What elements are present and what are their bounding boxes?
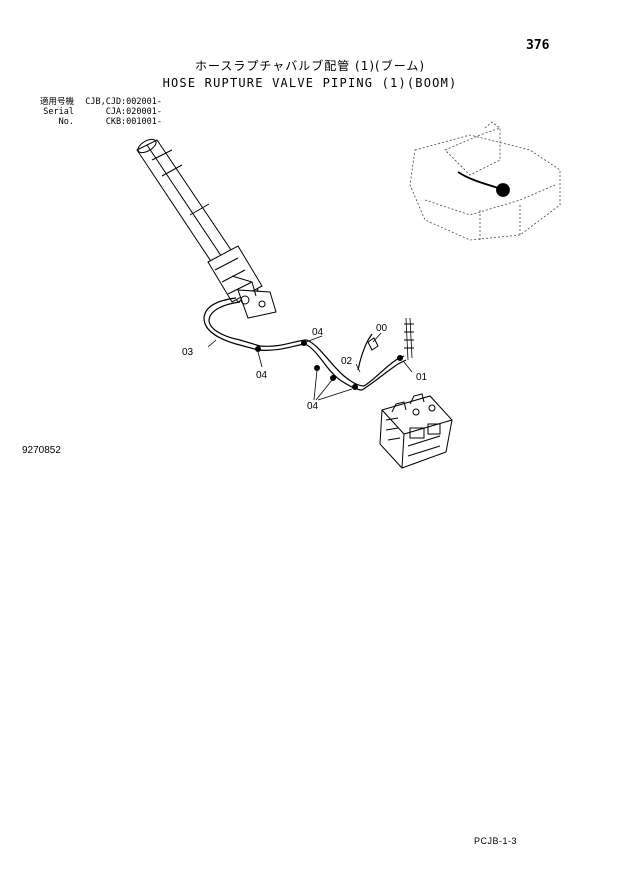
document-code: 9270852 (22, 445, 61, 456)
page-number: 376 (526, 38, 550, 53)
footer-code: PCJB-1-3 (474, 836, 518, 846)
page-title-japanese: ホースラプチャバルブ配管 (1)(ブーム) (194, 59, 426, 73)
serial-values: CJB,CJD:002001- CJA:020001- CKB:001001- (80, 97, 162, 127)
callout-labels: 00 01 02 03 04 04 04 (182, 323, 428, 412)
excavator-overview-illustration (409, 121, 561, 241)
leader-lines (207, 332, 413, 401)
callout-label: 02 (341, 356, 353, 367)
callout-label: 04 (312, 327, 324, 338)
serial-entry: CKB:001001- (105, 117, 162, 127)
serial-label-english: Serial No. (43, 107, 74, 127)
overview-highlight-hose (457, 171, 510, 197)
callout-label: 00 (376, 323, 388, 334)
page-title-english: HOSE RUPTURE VALVE PIPING (1)(BOOM) (162, 76, 458, 90)
callout-label: 01 (416, 372, 428, 383)
serial-label-japanese: 適用号機 (39, 97, 74, 107)
serial-entry: CJA:020001- (105, 107, 162, 117)
control-valve-illustration (379, 393, 453, 469)
fittings (255, 317, 414, 390)
callout-label: 03 (182, 347, 194, 358)
boom-cylinder-illustration (136, 138, 277, 319)
serial-labels: 適用号機 Serial No. (28, 97, 74, 127)
callout-label: 04 (307, 401, 319, 412)
callout-label: 04 (256, 370, 268, 381)
serial-entry: CJB,CJD:002001- (85, 97, 162, 107)
